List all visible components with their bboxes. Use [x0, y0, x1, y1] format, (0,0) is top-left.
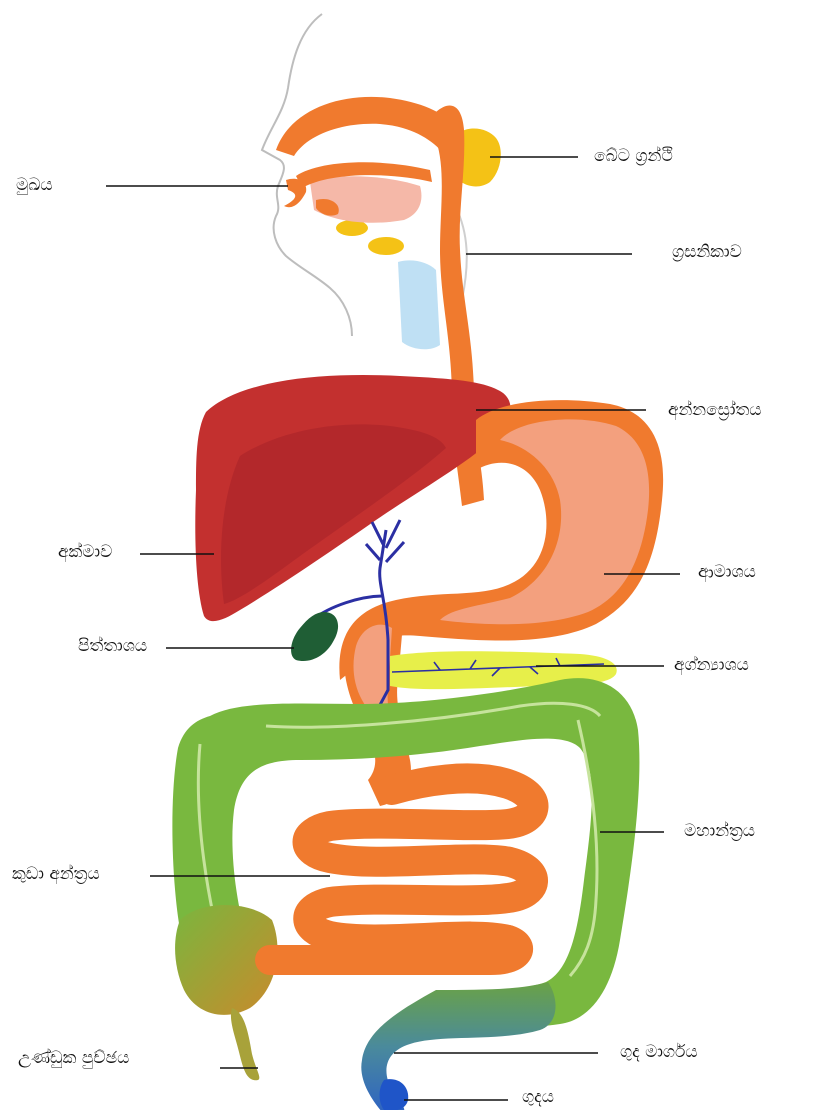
label-small-intestine: කුඩා අන්ත්‍රය	[12, 864, 100, 884]
label-anus: ගුදය	[522, 1087, 554, 1107]
label-pancreas: අග්න්‍යාශය	[674, 655, 749, 675]
label-liver: අක්මාව	[58, 542, 112, 562]
label-rectum: ගුද මාර්ගය	[620, 1042, 698, 1062]
label-gallbladder: පිත්තාශය	[78, 636, 147, 656]
label-esophagus: අන්නස්‍රෝතය	[668, 400, 762, 420]
label-salivary-glands: බේට ග්‍රන්ථි	[594, 146, 673, 166]
label-stomach: ආමාශය	[698, 562, 756, 582]
label-large-intestine: මහාන්ත්‍රය	[684, 821, 755, 841]
label-mouth: මුඛය	[16, 175, 53, 195]
label-pharynx: ග්‍රසනිකාව	[672, 242, 742, 262]
label-appendix: උණ්ඩුක පුච්ඡය	[18, 1048, 129, 1068]
